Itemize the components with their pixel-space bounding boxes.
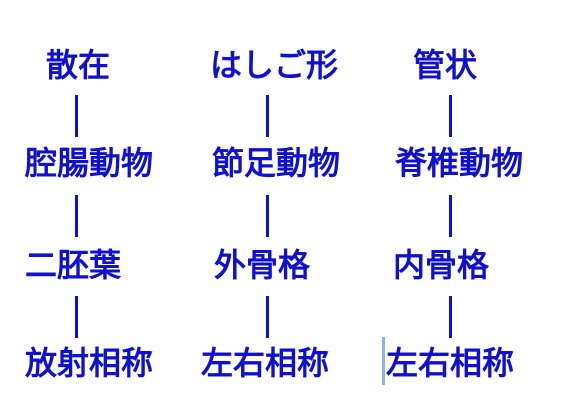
connector-col3-3 [449, 296, 452, 338]
connector-col3-1 [449, 95, 452, 137]
node-col1-row1: 散在 [46, 46, 111, 84]
node-col1-row4: 放射相称 [25, 344, 154, 382]
node-col2-row3: 外骨格 [214, 246, 311, 284]
node-col3-row3: 内骨格 [393, 246, 490, 284]
node-col1-row3: 二胚葉 [25, 246, 122, 284]
node-col1-row2: 腔腸動物 [25, 144, 154, 182]
connector-col3-2 [449, 195, 452, 237]
node-col2-row2: 節足動物 [212, 144, 341, 182]
connector-col2-2 [266, 195, 269, 237]
connector-col2-1 [266, 95, 269, 137]
node-col3-row4[interactable]: 左右相称 [386, 344, 515, 382]
connector-col1-2 [75, 195, 78, 237]
text-cursor [382, 337, 385, 385]
connector-col1-1 [75, 95, 78, 137]
node-col2-row4: 左右相称 [201, 344, 330, 382]
connector-col1-3 [75, 296, 78, 338]
node-col3-row2: 脊椎動物 [395, 144, 524, 182]
connector-col2-3 [266, 296, 269, 338]
node-col2-row1: はしご形 [210, 46, 339, 84]
node-col3-row1: 管状 [413, 46, 478, 84]
